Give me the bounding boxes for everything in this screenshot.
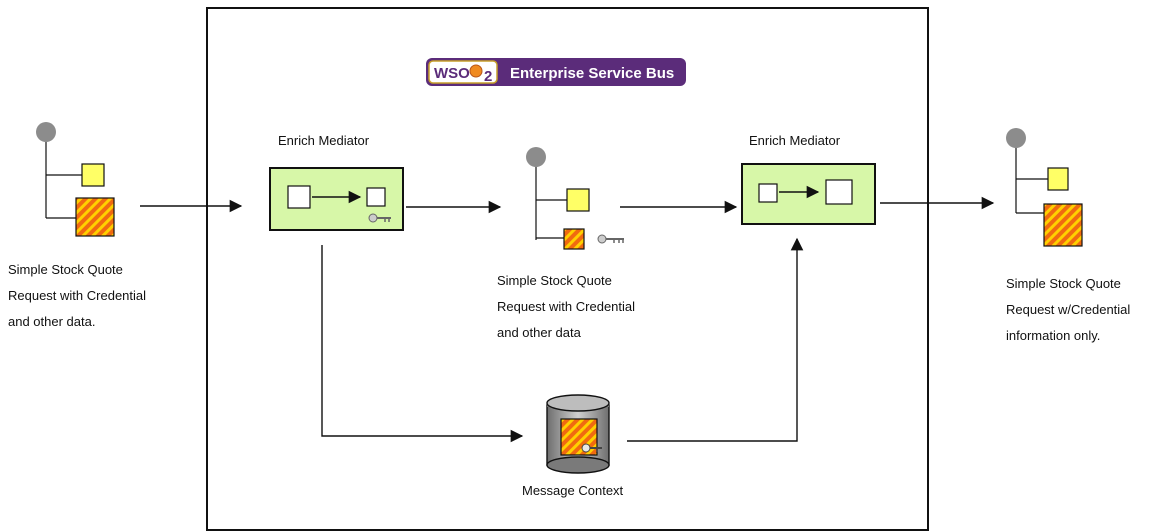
input-message-tree bbox=[36, 122, 115, 237]
logo-orb-icon bbox=[469, 64, 483, 78]
middle-message-label: Simple Stock Quote Request with Credenti… bbox=[497, 273, 639, 340]
mediator-left-title: Enrich Mediator bbox=[278, 133, 370, 148]
key-icon bbox=[597, 234, 624, 244]
logo-brand: WSO bbox=[434, 65, 470, 82]
credential-block bbox=[560, 418, 598, 456]
logo-product: Enterprise Service Bus bbox=[510, 65, 674, 82]
message-context-store bbox=[546, 394, 610, 474]
key-icon bbox=[581, 443, 602, 453]
flow-arrow-to-context bbox=[321, 245, 524, 443]
target-slot-icon bbox=[825, 179, 853, 205]
input-message-label: Simple Stock Quote Request with Credenti… bbox=[8, 262, 150, 329]
payload-block bbox=[1047, 167, 1069, 191]
message-context-label: Message Context bbox=[522, 483, 624, 498]
message-root-node bbox=[526, 147, 546, 167]
output-message-label: Simple Stock Quote Request w/Credential … bbox=[1006, 276, 1134, 343]
wso2-esb-logo: WSO 2 Enterprise Service Bus bbox=[426, 58, 686, 86]
credential-block bbox=[563, 228, 585, 250]
enrich-mediator-left bbox=[269, 167, 404, 231]
mediator-right-title: Enrich Mediator bbox=[749, 133, 841, 148]
payload-block bbox=[81, 163, 105, 187]
credential-block bbox=[1043, 203, 1083, 247]
message-root-node bbox=[36, 122, 56, 142]
credential-block bbox=[75, 197, 115, 237]
output-message-tree bbox=[1006, 128, 1083, 247]
enrich-mediator-right bbox=[741, 163, 876, 225]
logo-brand-subscript: 2 bbox=[484, 68, 492, 85]
payload-block bbox=[566, 188, 590, 212]
key-icon bbox=[368, 213, 391, 223]
source-slot-icon bbox=[758, 183, 778, 203]
message-root-node bbox=[1006, 128, 1026, 148]
target-slot-icon bbox=[366, 187, 386, 207]
middle-message-tree bbox=[526, 147, 624, 250]
flow-arrow-from-context bbox=[627, 237, 804, 442]
source-slot-icon bbox=[287, 185, 311, 209]
